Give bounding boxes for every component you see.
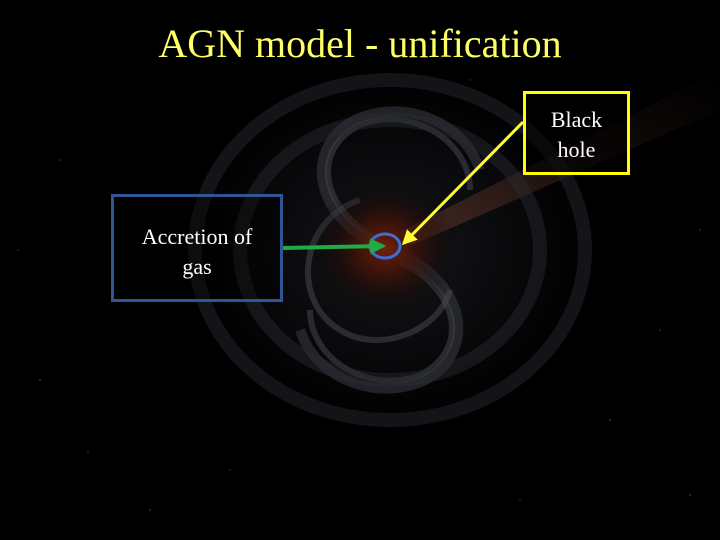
black-hole-label-line1: Black bbox=[550, 107, 603, 132]
black-hole-label-box: Black hole bbox=[523, 91, 630, 175]
page-title: AGN model - unification bbox=[158, 21, 562, 66]
accretion-label-box: Accretion of gas bbox=[111, 194, 283, 302]
accretion-label-line2: gas bbox=[182, 254, 212, 279]
accretion-label-line1: Accretion of bbox=[141, 224, 253, 249]
black-hole-label-line2: hole bbox=[557, 137, 596, 162]
